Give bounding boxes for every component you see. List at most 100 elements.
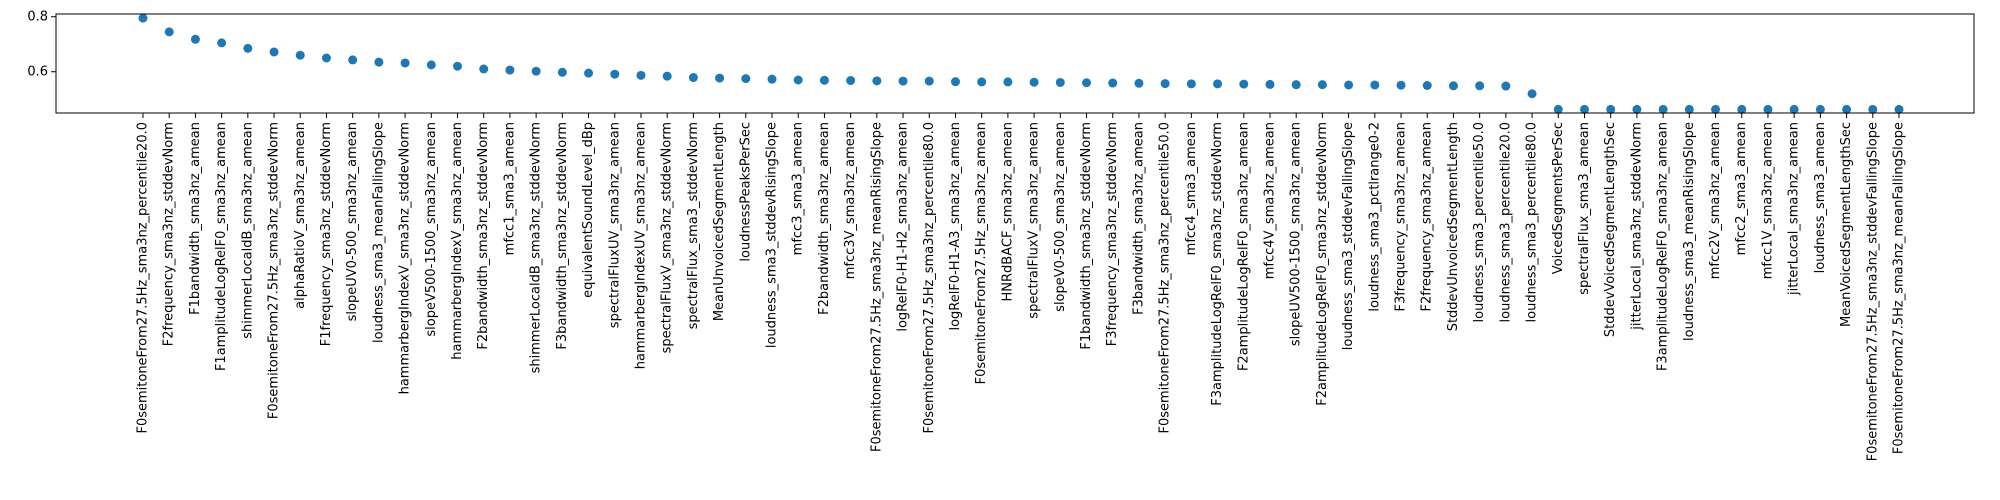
x-tick-label: hammarbergIndexUV_sma3nz_amean <box>633 122 648 369</box>
data-point <box>846 76 856 86</box>
x-tick-label: StddevVoicedSegmentLengthSec <box>1603 122 1618 337</box>
x-tick-label: F3amplitudeLogRelF0_sma3nz_amean <box>1656 122 1671 371</box>
data-point <box>348 55 358 65</box>
x-tick-label: loudness_sma3_pctlrange0-2 <box>1367 122 1382 312</box>
data-point <box>505 65 515 75</box>
x-tick-label: F0semitoneFrom27.5Hz_sma3nz_percentile50… <box>1158 122 1173 434</box>
data-point <box>1789 104 1799 114</box>
data-point <box>1003 77 1013 87</box>
data-point <box>1213 79 1223 89</box>
x-tick-label: F1amplitudeLogRelF0_sma3nz_amean <box>214 122 229 371</box>
x-tick-label: F1frequency_sma3nz_stddevNorm <box>319 122 334 346</box>
y-tick-label: 0.6 <box>27 64 48 79</box>
data-points <box>138 13 1904 114</box>
data-point <box>217 38 227 48</box>
y-axis: 0.6 0.8 <box>27 9 56 79</box>
x-tick-label: mfcc3_sma3_amean <box>791 122 806 255</box>
x-tick-label: F0semitoneFrom27.5Hz_sma3nz_percentile80… <box>922 122 937 434</box>
data-point <box>1658 104 1668 114</box>
axes-frame <box>55 13 1975 114</box>
data-point <box>662 71 672 81</box>
x-tick-label: F2bandwidth_sma3nz_amean <box>817 122 832 315</box>
x-tick-label: F3bandwidth_sma3nz_amean <box>1131 122 1146 315</box>
x-tick-label: mfcc1V_sma3nz_amean <box>1760 122 1775 279</box>
data-point <box>374 57 384 67</box>
data-point <box>872 76 882 86</box>
y-tick-label: 0.8 <box>27 9 48 24</box>
x-tick-label: F0semitoneFrom27.5Hz_sma3nz_amean <box>974 122 989 384</box>
x-tick-label: loudness_sma3_stddevRisingSlope <box>765 122 780 348</box>
data-point <box>1265 79 1275 89</box>
data-point <box>1815 104 1825 114</box>
x-tick-label: jitterLocal_sma3nz_amean <box>1787 122 1802 296</box>
data-point <box>557 67 567 77</box>
data-point <box>1632 104 1642 114</box>
data-point <box>295 50 305 60</box>
x-tick-label: loudness_sma3_percentile20.0 <box>1498 122 1513 322</box>
x-tick-label: F2frequency_sma3nz_amean <box>1420 122 1435 312</box>
x-tick-label: loudness_sma3_percentile80.0 <box>1525 122 1540 322</box>
data-point <box>426 60 436 70</box>
data-point <box>610 69 620 79</box>
x-tick-label: F2amplitudeLogRelF0_sma3nz_stddevNorm <box>1315 122 1330 406</box>
x-tick-label: MeanVoicedSegmentLengthSec <box>1839 122 1854 327</box>
x-tick-label: equivalentSoundLevel_dBp <box>581 122 596 298</box>
data-point <box>243 43 253 53</box>
x-tick-label: F3amplitudeLogRelF0_sma3nz_stddevNorm <box>1210 122 1225 406</box>
x-tick-label: loudness_sma3_percentile50.0 <box>1472 122 1487 322</box>
data-point <box>1291 80 1301 90</box>
data-point <box>1894 104 1904 114</box>
x-tick-label: mfcc2_sma3_amean <box>1734 122 1749 255</box>
data-point <box>1579 104 1589 114</box>
x-tick-label: mfcc4V_sma3nz_amean <box>1262 122 1277 279</box>
x-tick-label: F2frequency_sma3nz_stddevNorm <box>162 122 177 346</box>
x-tick-label: HNRdBACF_sma3nz_amean <box>1000 122 1015 302</box>
data-point <box>1029 77 1039 87</box>
x-tick-label: F0semitoneFrom27.5Hz_sma3nz_meanRisingSl… <box>869 122 884 452</box>
data-point <box>1501 81 1511 91</box>
data-point <box>1868 104 1878 114</box>
data-point <box>1186 79 1196 89</box>
x-tick-label: F1bandwidth_sma3nz_amean <box>188 122 203 315</box>
x-axis: F0semitoneFrom27.5Hz_sma3nz_percentile20… <box>136 113 1907 461</box>
x-tick-label: F0semitoneFrom27.5Hz_sma3nz_stddevFallin… <box>1865 122 1880 461</box>
x-tick-label: F1bandwidth_sma3nz_stddevNorm <box>1079 122 1094 350</box>
data-point <box>531 66 541 76</box>
data-point <box>1684 104 1694 114</box>
x-tick-label: mfcc2V_sma3nz_amean <box>1708 122 1723 279</box>
x-tick-label: spectralFlux_sma3_stddevNorm <box>686 122 701 329</box>
x-tick-label: shimmerLocaldB_sma3nz_amean <box>240 122 255 339</box>
x-tick-label: alphaRatioV_sma3nz_amean <box>293 122 308 309</box>
x-tick-label: spectralFluxV_sma3nz_amean <box>1027 122 1042 319</box>
x-tick-label: slopeUV500-1500_sma3nz_amean <box>1289 122 1304 346</box>
data-point <box>1134 78 1144 88</box>
data-point <box>164 27 174 37</box>
x-tick-label: F3frequency_sma3nz_stddevNorm <box>1105 122 1120 346</box>
data-point <box>453 61 463 71</box>
x-tick-label: F3bandwidth_sma3nz_stddevNorm <box>555 122 570 350</box>
data-point <box>767 74 777 84</box>
data-point <box>1422 81 1432 90</box>
x-tick-label: logRelF0-H1-H2_sma3nz_amean <box>896 122 911 332</box>
x-tick-label: hammarbergIndexV_sma3nz_amean <box>450 122 465 360</box>
x-tick-label: mfcc3V_sma3nz_amean <box>843 122 858 279</box>
x-tick-label: hammarbergIndexV_sma3nz_stddevNorm <box>398 122 413 394</box>
data-point <box>636 70 646 80</box>
data-point <box>741 74 751 84</box>
data-point <box>1396 80 1406 90</box>
x-tick-label: F2bandwidth_sma3nz_stddevNorm <box>476 122 491 350</box>
data-point <box>1737 104 1747 114</box>
x-tick-label: logRelF0-H1-A3_sma3nz_amean <box>948 122 963 331</box>
data-point <box>1370 80 1380 90</box>
data-point <box>715 73 725 83</box>
x-tick-label: VoicedSegmentsPerSec <box>1551 122 1566 274</box>
x-tick-label: MeanUnvoicedSegmentLength <box>712 122 727 321</box>
data-point <box>1527 89 1537 99</box>
data-point <box>1108 78 1118 88</box>
x-tick-label: jitterLocal_sma3nz_stddevNorm <box>1629 122 1644 331</box>
data-point <box>1606 104 1616 114</box>
x-tick-label: loudness_sma3_meanFallingSlope <box>371 122 386 343</box>
x-tick-label: F3frequency_sma3nz_amean <box>1394 122 1409 312</box>
x-tick-label: loudness_sma3_amean <box>1813 122 1828 273</box>
